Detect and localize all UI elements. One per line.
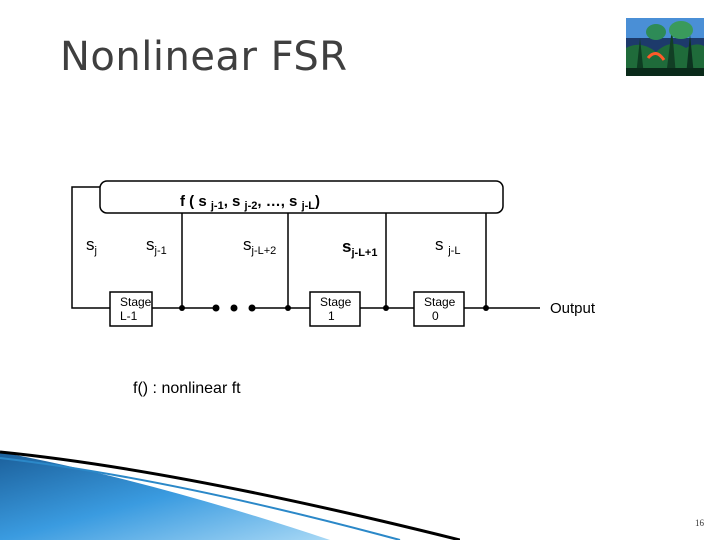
stage-label: 0	[432, 309, 439, 323]
signal-label-sj-1: sj-1	[146, 235, 167, 257]
stage-label: 1	[328, 309, 335, 323]
function-label: f ( s j-1, s j-2, …, s j-L)	[180, 193, 320, 212]
signal-label-sj: sj	[86, 235, 97, 257]
function-box	[99, 180, 504, 214]
junction-dot	[383, 305, 389, 311]
signal-label-sj-l: s j-L	[435, 235, 460, 257]
junction-dot	[483, 305, 489, 311]
stage-label: Stage	[424, 295, 456, 309]
stage-label: Stage	[320, 295, 352, 309]
ellipsis-dot	[248, 304, 256, 312]
stage-box-0	[413, 291, 465, 327]
stage-label: Stage	[120, 295, 152, 309]
signal-label-sj-l+1: sj-L+1	[342, 237, 377, 259]
slide-title: Nonlinear FSR	[60, 34, 348, 80]
stage-label: L-1	[120, 309, 138, 323]
stage-box-1	[309, 291, 361, 327]
page-number: 16	[695, 518, 704, 528]
forest-logo-icon	[626, 18, 704, 76]
feedback-line	[71, 186, 110, 309]
footnote: f() : nonlinear ft	[133, 380, 241, 397]
junction-dot	[285, 305, 291, 311]
junction-dot	[179, 305, 185, 311]
output-label: Output	[550, 300, 596, 317]
decorative-swoosh	[0, 450, 460, 540]
ellipsis-dot	[230, 304, 238, 312]
stage-box-l-1	[109, 291, 153, 327]
ellipsis-dot	[212, 304, 220, 312]
signal-label-sj-l+2: sj-L+2	[243, 235, 276, 257]
